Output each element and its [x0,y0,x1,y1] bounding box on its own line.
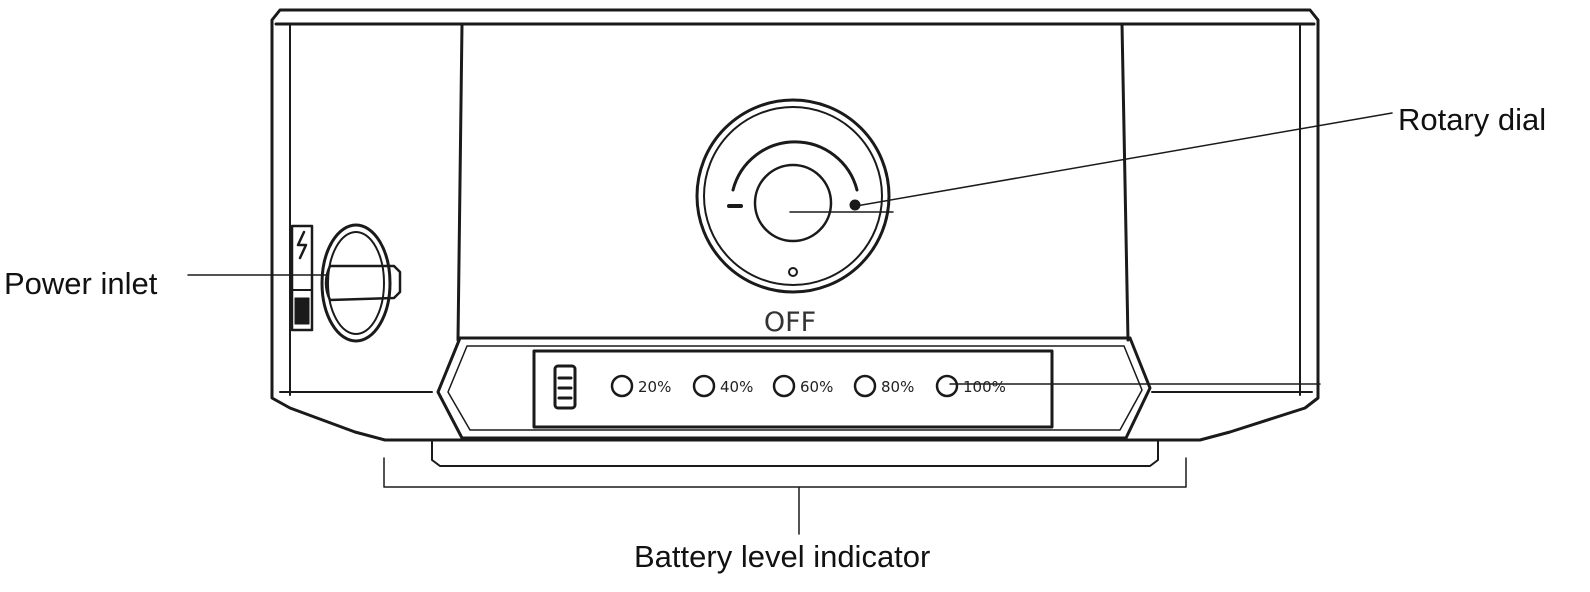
battery-led-40 [692,374,716,398]
bottom-band-inner [447,345,1143,431]
power-inlet-plug [324,264,402,302]
battery-led-100-label: 100% [963,378,1006,396]
dial-range-arc [731,140,859,192]
battery-indicator-bracket [383,457,1187,535]
power-inlet-outer [320,223,392,343]
power-inlet-label: Power inlet [4,266,158,301]
battery-led-20-label: 20% [638,378,671,396]
battery-level-indicator-label: Battery level indicator [634,539,931,574]
battery-led-80-label: 80% [881,378,914,396]
battery-icon [553,364,577,410]
base-plate [431,439,1159,467]
battery-led-20 [610,374,634,398]
rotary-dial-label: Rotary dial [1398,102,1547,137]
power-inlet-label-mark [294,297,310,325]
right-panel-divider [1120,22,1130,342]
bottom-band [436,336,1152,440]
lightning-icon [296,230,308,260]
housing-outline [270,8,1320,442]
dial-knob [753,163,833,243]
power-inlet-label-plate [290,224,314,332]
battery-led-60-label: 60% [800,378,833,396]
battery-led-100 [935,374,959,398]
battery-led-60 [772,374,796,398]
dial-off-label: OFF [764,307,816,338]
rotary-dial-leader [855,112,1393,207]
battery-led-40-label: 40% [720,378,753,396]
battery-indicator-panel [532,349,1054,429]
dial-off-dot [788,267,798,277]
left-panel-divider [456,22,464,342]
dial-outer-ring [695,98,891,294]
battery-led-80 [853,374,877,398]
dial-outer-ring-inner [703,106,883,286]
power-inlet-inner [327,231,385,335]
